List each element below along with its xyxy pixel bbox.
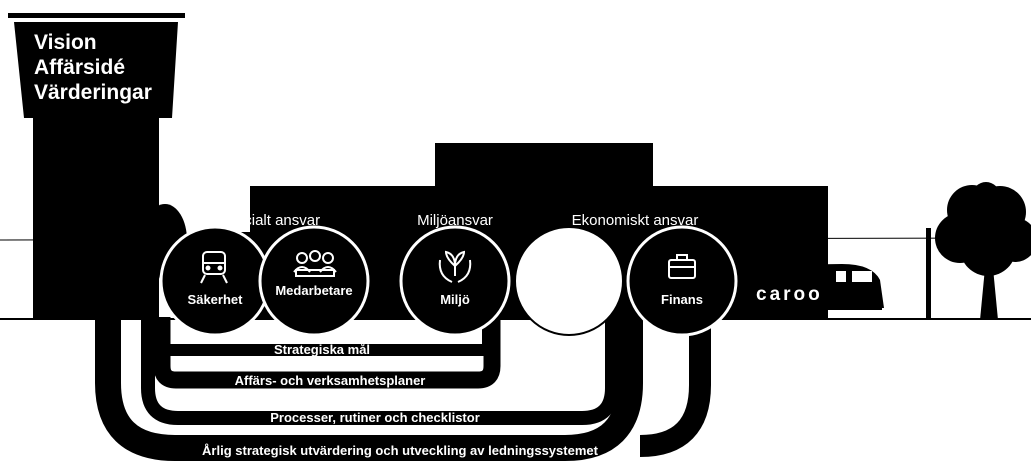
track-strategiska-mal: Strategiska mål xyxy=(273,342,371,357)
circle-medarbetare xyxy=(258,225,370,337)
tree-icon xyxy=(935,182,1031,320)
track-affars-planer: Affärs- och verksamhetsplaner xyxy=(234,373,426,388)
category-economic: Ekonomiskt ansvar xyxy=(571,212,699,229)
circle-empty xyxy=(514,226,624,336)
label-finans: Finans xyxy=(661,292,703,307)
tower-line-varderingar: Värderingar xyxy=(34,81,152,104)
label-miljo: Miljö xyxy=(440,292,470,307)
circle-miljo xyxy=(399,225,511,337)
leaf-hands-icon xyxy=(438,250,472,283)
train-icon xyxy=(200,251,228,284)
briefcase-icon xyxy=(668,254,696,279)
catenary-pole xyxy=(926,228,931,320)
circle-sakerhet xyxy=(159,225,271,337)
tower-line-vision: Vision xyxy=(34,31,97,54)
label-sakerhet: Säkerhet xyxy=(187,292,243,307)
circle-finans xyxy=(626,225,738,337)
tower xyxy=(8,13,185,318)
train xyxy=(700,237,884,310)
category-social: Socialt ansvar xyxy=(225,212,321,229)
label-medarbetare: Medarbetare xyxy=(275,283,353,298)
track-processer: Processer, rutiner och checklistor xyxy=(270,410,480,425)
process-loops xyxy=(95,317,711,461)
track-arlig-utvardering: Årlig strategisk utvärdering och utveckl… xyxy=(202,443,598,458)
people-meeting-icon xyxy=(293,250,337,277)
tower-text: Vision Affärsidé Värderingar xyxy=(34,30,152,105)
train-brand: caroo xyxy=(756,284,823,305)
circles xyxy=(159,225,738,337)
tower-line-affarside: Affärsidé xyxy=(34,56,126,79)
category-environment: Miljöansvar xyxy=(417,212,493,229)
